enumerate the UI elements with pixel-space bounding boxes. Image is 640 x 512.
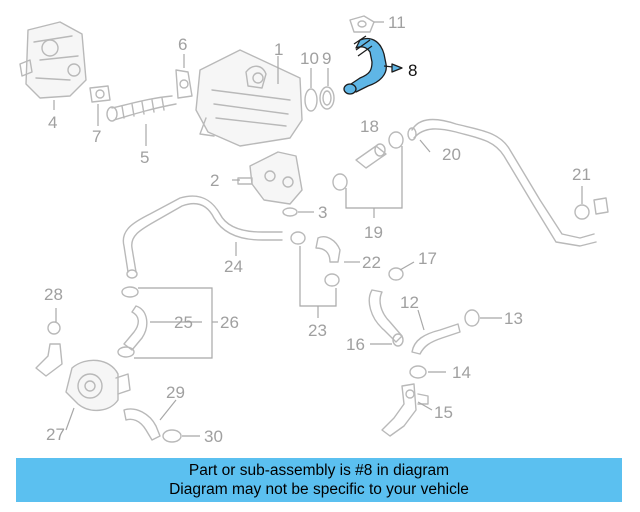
callout-6: 6	[178, 35, 187, 54]
callout-27: 27	[46, 425, 65, 444]
callout-12: 12	[400, 293, 419, 312]
banner-line-2: Diagram may not be specific to your vehi…	[169, 481, 469, 498]
banner-line-1: Part or sub-assembly is #8 in diagram	[188, 462, 450, 479]
part-18-hose	[355, 143, 387, 169]
callout-3: 3	[318, 203, 327, 222]
callout-9: 9	[322, 49, 331, 68]
part-23-clamps	[290, 231, 340, 287]
part-24-pipe	[122, 195, 283, 279]
callout-24: 24	[224, 257, 243, 276]
callout-2: 2	[210, 171, 219, 190]
part-8-hose	[343, 35, 403, 95]
part-22-hose	[315, 236, 341, 263]
part-16-hose	[368, 289, 404, 347]
callout-28: 28	[44, 285, 63, 304]
part-2-bracket	[237, 151, 303, 205]
callout-23: 23	[308, 321, 327, 340]
part-28-bracket	[35, 321, 63, 377]
part-3-washer	[282, 207, 298, 217]
callout-30: 30	[204, 427, 223, 446]
part-30-clamp	[162, 429, 182, 443]
part-20-pipe	[407, 118, 597, 247]
callout-16: 16	[346, 335, 365, 354]
part-5-pipe	[106, 95, 177, 122]
part-11-gasket	[349, 15, 375, 33]
callout-7: 7	[92, 127, 101, 146]
callout-18: 18	[360, 117, 379, 136]
part-10-ring	[304, 88, 318, 112]
part-1-egr-cooler	[195, 49, 303, 147]
callout-17: 17	[418, 249, 437, 268]
callout-15: 15	[434, 403, 453, 422]
callout-1: 1	[274, 40, 283, 59]
part-27-pump	[65, 359, 131, 411]
part-29-hose	[123, 408, 161, 441]
part-9-seal	[319, 86, 335, 110]
part-13-clamp	[464, 309, 480, 327]
parts-diagram: 1 2 3 4 5 6 7 8 9 10 11 12 13 14 15 16 1…	[19, 13, 609, 446]
part-7-gasket	[89, 85, 111, 103]
part-6-gasket	[175, 69, 193, 99]
part-26-hose-assembly	[117, 286, 148, 358]
callout-4: 4	[48, 113, 57, 132]
callout-29: 29	[166, 383, 185, 402]
info-banner: Part or sub-assembly is #8 in diagram Di…	[16, 458, 622, 502]
callout-5: 5	[140, 148, 149, 167]
callout-20: 20	[442, 145, 461, 164]
callout-10: 10	[300, 49, 319, 68]
callout-13: 13	[504, 309, 523, 328]
callout-numbers: 1 2 3 4 5 6 7 8 9 10 11 12 13 14 15 16 1…	[44, 13, 591, 446]
callout-8: 8	[408, 61, 417, 80]
callout-19: 19	[364, 223, 383, 242]
part-21-seal	[574, 197, 609, 220]
callout-14: 14	[452, 363, 471, 382]
part-17-clamp	[388, 267, 404, 281]
callout-26: 26	[220, 313, 239, 332]
part-19-clamps	[332, 131, 404, 191]
part-4-egr-valve	[19, 21, 87, 99]
part-14-clamp	[409, 365, 427, 379]
callout-11: 11	[388, 13, 406, 32]
callout-22: 22	[362, 253, 381, 272]
part-15-fitting	[381, 383, 429, 437]
callout-21: 21	[572, 165, 591, 184]
part-12-hose	[411, 323, 461, 355]
leader-lines	[53, 21, 583, 437]
callout-25: 25	[174, 313, 193, 332]
